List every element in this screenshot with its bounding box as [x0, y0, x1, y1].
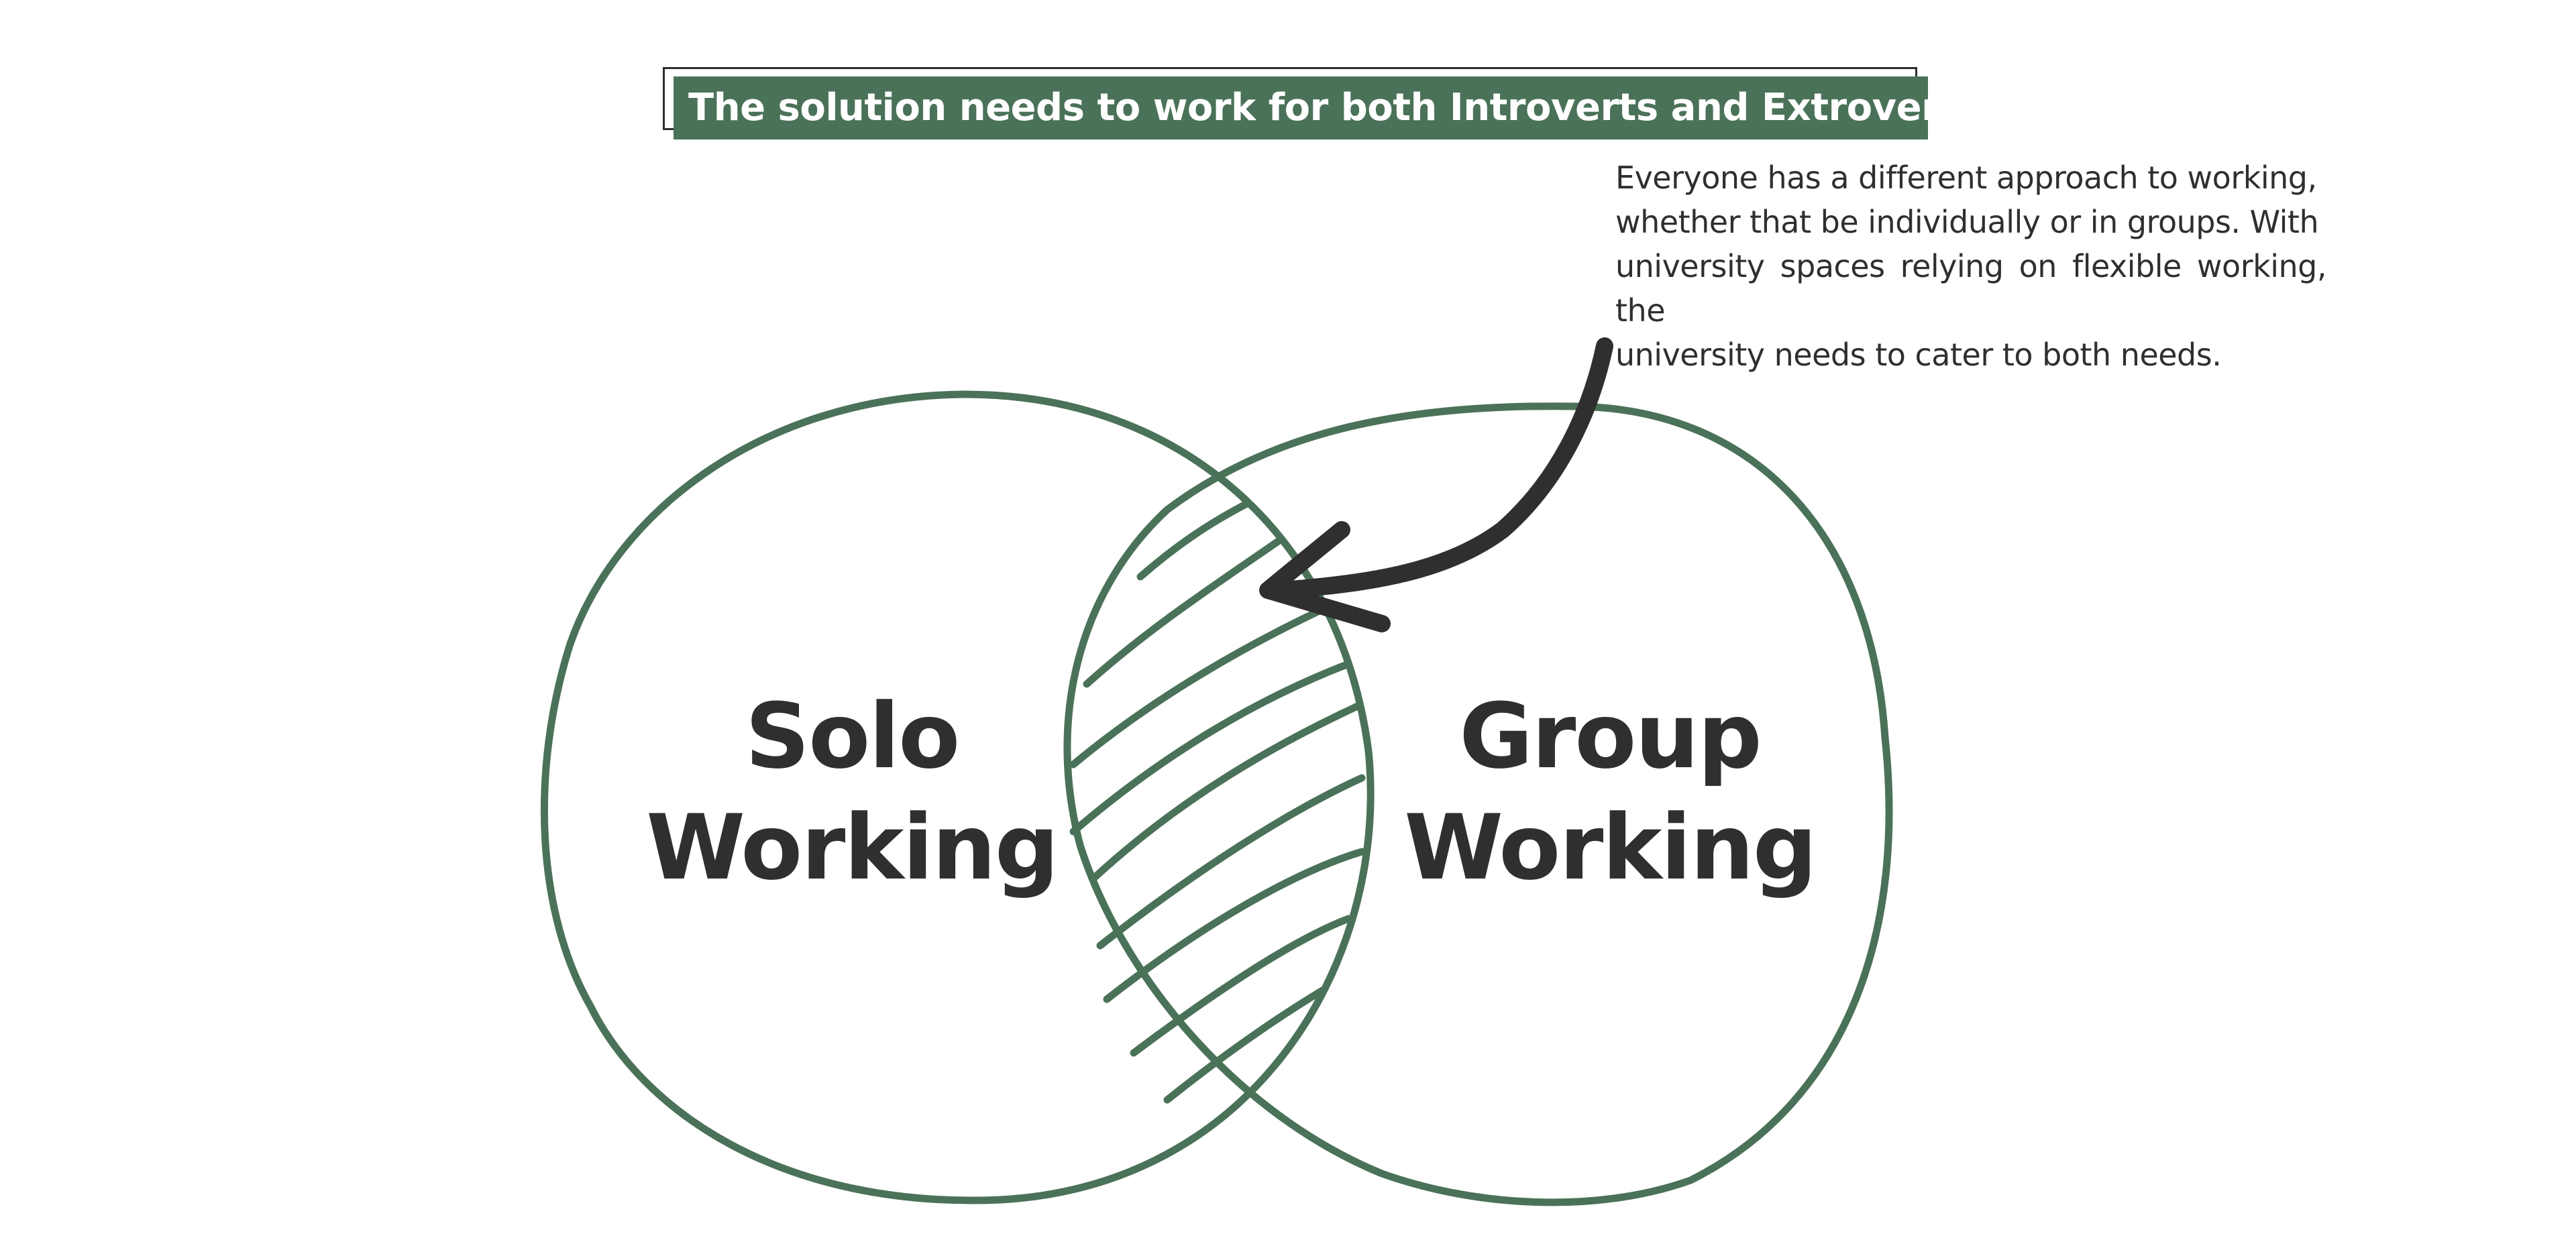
headline-banner: The solution needs to work for both Intr… — [663, 67, 1994, 141]
left-circle — [540, 390, 1375, 1204]
description-line: university needs to cater to both needs. — [1615, 337, 2222, 373]
group-working-label: Group Working — [1375, 681, 1845, 903]
description-text: Everyone has a different approach to wor… — [1615, 156, 2327, 377]
group-working-line1: Group — [1459, 684, 1762, 789]
solo-working-line2: Working — [646, 795, 1059, 900]
group-working-line2: Working — [1404, 795, 1817, 900]
right-circle — [1063, 402, 1893, 1206]
curved-arrow-icon — [1259, 337, 1613, 632]
solo-working-label: Solo Working — [644, 681, 1060, 903]
solo-working-line1: Solo — [745, 684, 961, 789]
banner-title: The solution needs to work for both Intr… — [674, 76, 1994, 139]
description-line: university spaces relying on flexible wo… — [1615, 248, 2327, 329]
description-line: Everyone has a different approach to wor… — [1615, 160, 2317, 196]
description-line: whether that be individually or in group… — [1615, 204, 2319, 240]
